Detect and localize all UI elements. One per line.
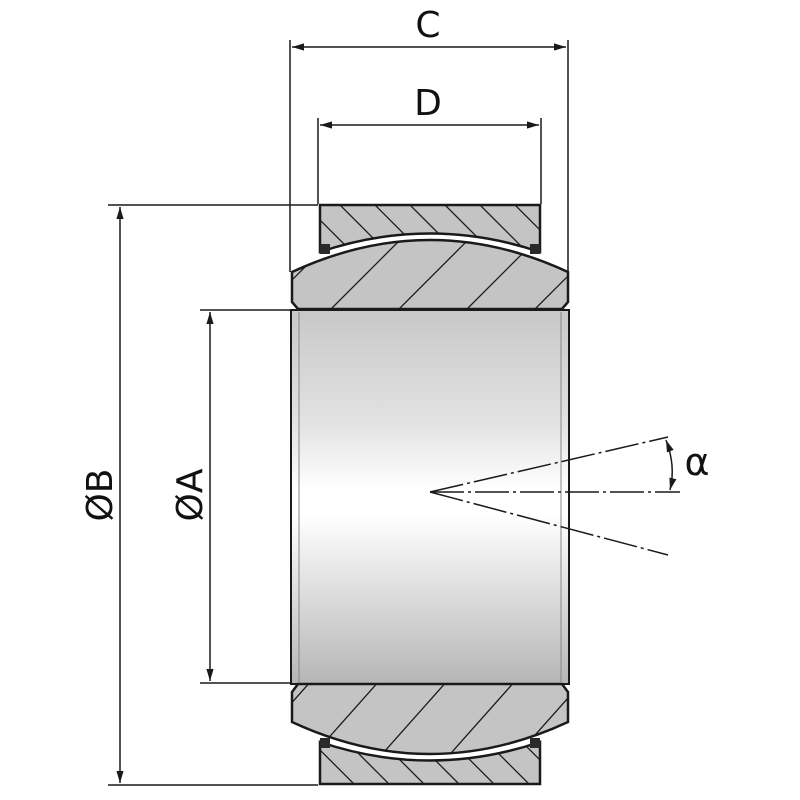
dimension-c-label: C (415, 5, 440, 46)
dimension-d: D (320, 83, 539, 129)
dimension-diameter-a: ØA (170, 312, 214, 681)
dimension-diameter-b: ØB (80, 207, 124, 783)
seal-left-bottom (320, 738, 330, 748)
tilt-angle-construction (429, 436, 680, 556)
seal-right-bottom (530, 738, 540, 748)
extension-lines (108, 40, 569, 786)
dimension-d-label: D (414, 83, 442, 124)
seal-left (320, 244, 330, 254)
dimension-c: C (292, 5, 566, 51)
dimension-b-label: ØB (80, 468, 121, 521)
diameter-symbol-icon: Ø (170, 493, 211, 521)
diameter-symbol-icon: Ø (80, 493, 121, 521)
angle-alpha-label: α (684, 440, 709, 484)
dimension-a-label: ØA (170, 468, 211, 521)
bore-surface (290, 309, 570, 685)
outer-ring-bottom (318, 738, 542, 786)
seal-right (530, 244, 540, 254)
inner-ring-bottom (290, 682, 570, 756)
inner-ring-top (290, 238, 570, 311)
